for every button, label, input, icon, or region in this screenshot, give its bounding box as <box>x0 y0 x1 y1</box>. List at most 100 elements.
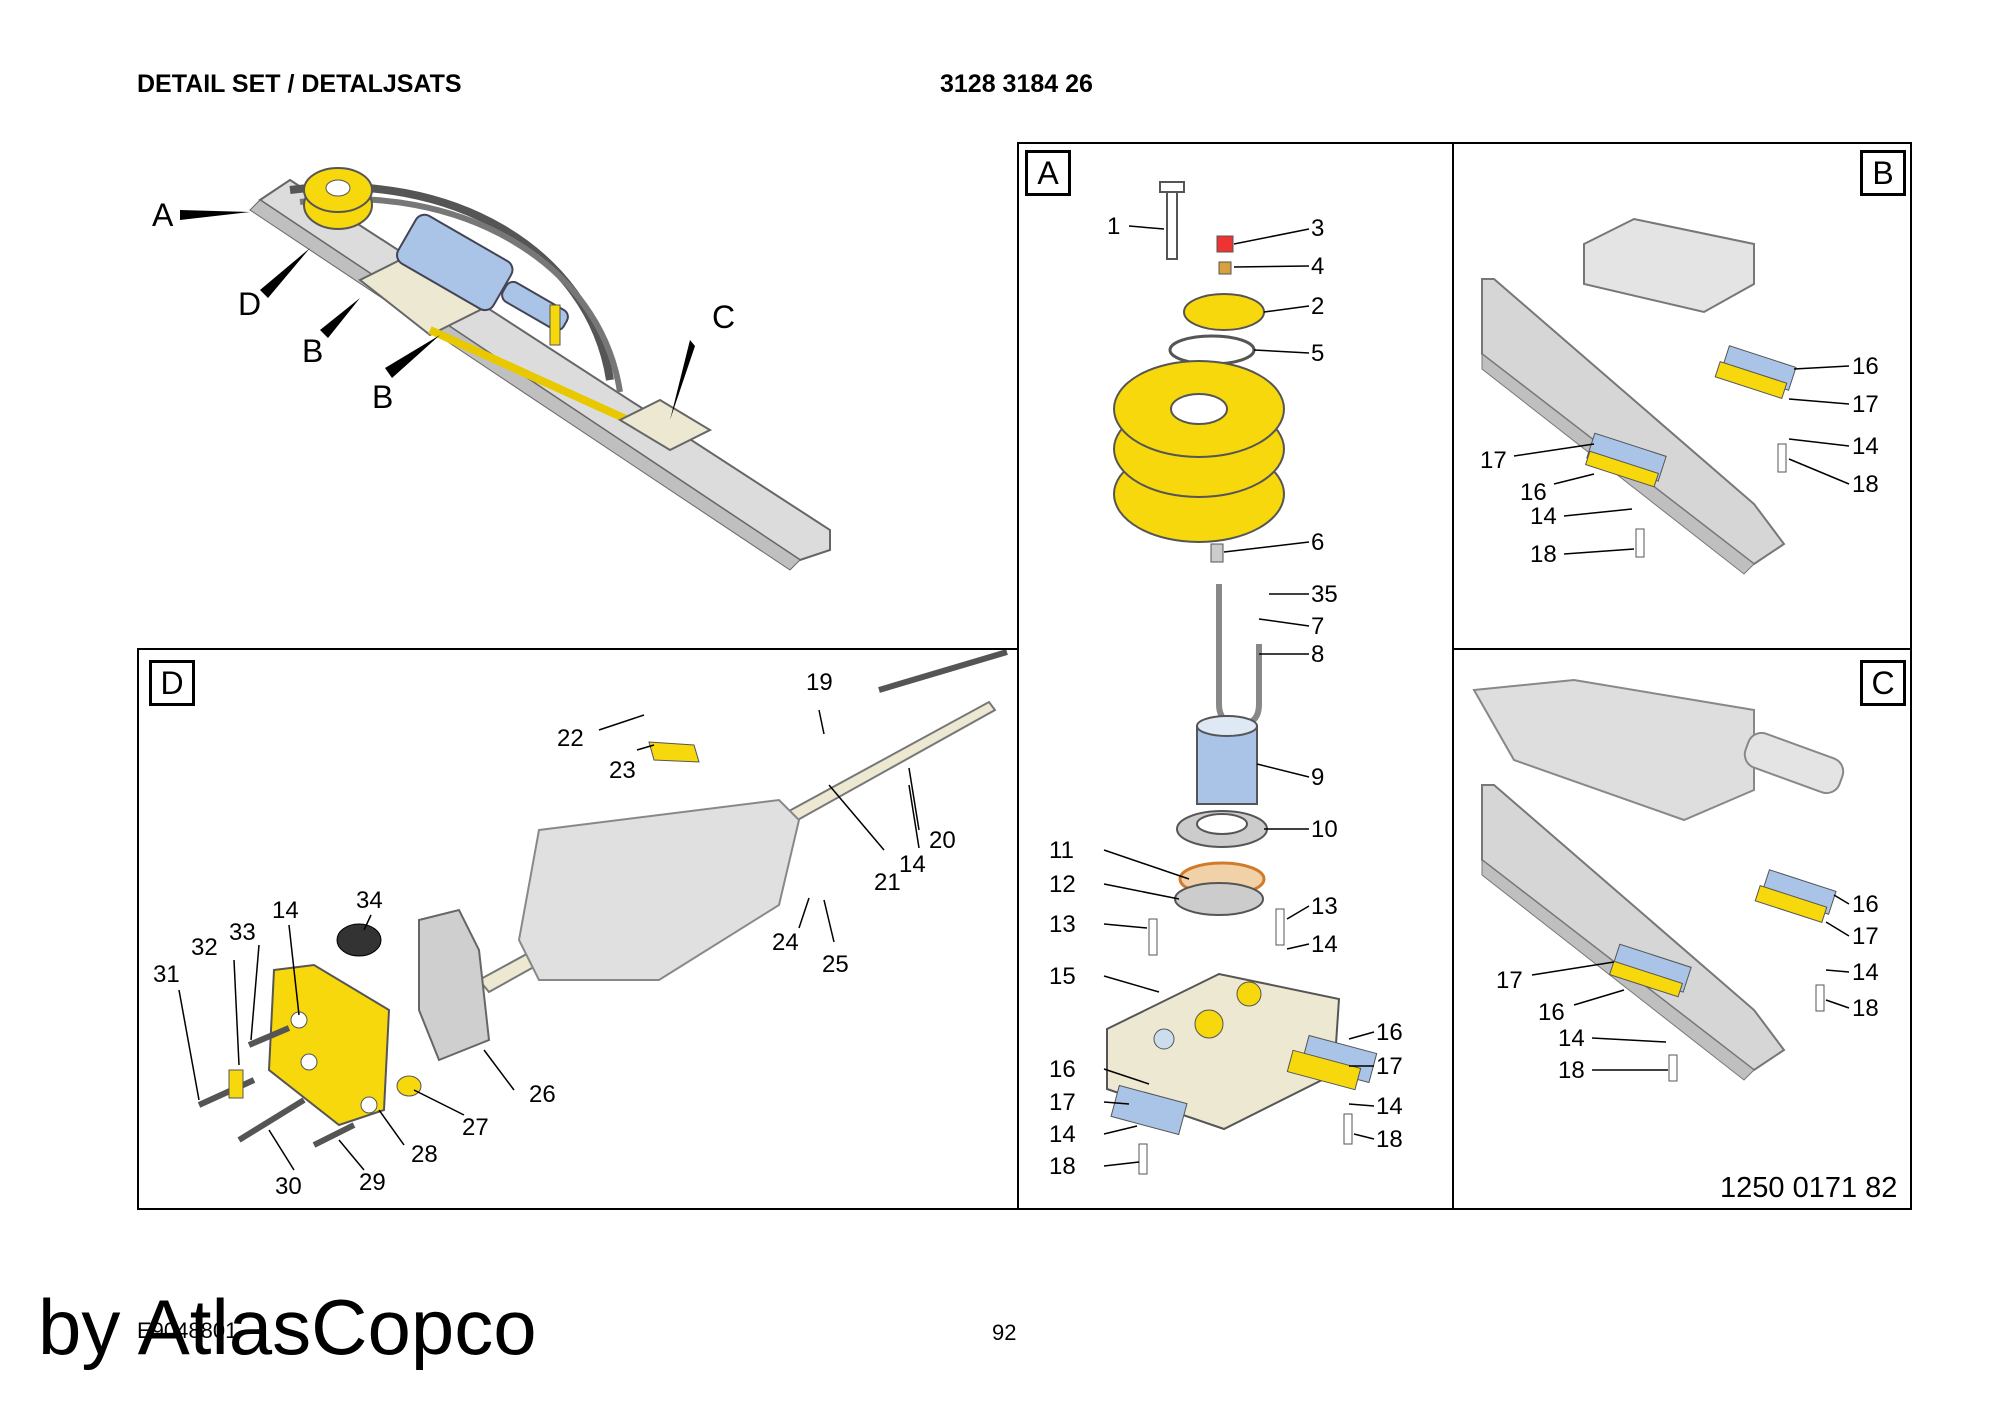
callout-a-7: 7 <box>1311 613 1324 640</box>
overview-label-c: C <box>712 299 735 335</box>
panel-d: D <box>137 648 1019 1210</box>
callout-a-14a: 14 <box>1311 931 1338 958</box>
callout-a-16b: 16 <box>1049 1056 1076 1083</box>
callout-d-29: 29 <box>359 1169 386 1196</box>
callout-b-14b: 14 <box>1530 503 1557 530</box>
callout-a-13a: 13 <box>1049 911 1076 938</box>
overview-label-b2: B <box>372 379 393 415</box>
panel-c-label: C <box>1860 660 1906 706</box>
callout-a-18b: 18 <box>1376 1126 1403 1153</box>
callout-a-35: 35 <box>1311 581 1338 608</box>
callout-d-22: 22 <box>557 725 584 752</box>
panel-b: B 16 17 14 18 17 16 14 18 <box>1452 142 1912 650</box>
page-title: DETAIL SET / DETALJSATS <box>137 70 462 98</box>
callout-a-11: 11 <box>1049 837 1074 864</box>
callout-b-17a: 17 <box>1852 391 1879 418</box>
callout-d-34: 34 <box>356 887 383 914</box>
doc-number: 1250 0171 82 <box>1720 1172 1898 1204</box>
callout-c-17b: 17 <box>1496 967 1523 994</box>
callout-b-16b: 16 <box>1520 479 1547 506</box>
callout-d-31: 31 <box>153 961 180 988</box>
arrow-b2 <box>385 335 440 378</box>
callout-d-26: 26 <box>529 1081 556 1108</box>
callout-d-32: 32 <box>191 934 218 961</box>
page-number: 92 <box>992 1320 1017 1345</box>
callout-c-16b: 16 <box>1538 999 1565 1026</box>
callout-d-23: 23 <box>609 757 636 784</box>
callout-a-17b: 17 <box>1049 1089 1076 1116</box>
callout-d-28: 28 <box>411 1141 438 1168</box>
callout-a-8: 8 <box>1311 641 1324 668</box>
callout-a-3: 3 <box>1311 215 1324 242</box>
callout-d-27: 27 <box>462 1114 489 1141</box>
callout-d-24: 24 <box>772 929 799 956</box>
watermark: by AtlasCopco <box>38 1283 537 1371</box>
panel-c: C 16 17 14 18 17 16 14 18 1250 017 <box>1452 648 1912 1210</box>
callout-a-15: 15 <box>1049 963 1076 990</box>
panel-d-label: D <box>149 660 195 706</box>
callout-d-25: 25 <box>822 951 849 978</box>
callout-b-18a: 18 <box>1852 471 1879 498</box>
callout-a-14b: 14 <box>1049 1121 1076 1148</box>
overview-slide-c <box>617 398 713 452</box>
arrow-d <box>260 248 310 298</box>
panel-d-drawing: 19 22 23 20 14 21 24 25 34 14 33 32 31 2… <box>153 650 1008 1200</box>
callout-a-1: 1 <box>1107 213 1120 240</box>
callout-a-14c: 14 <box>1376 1093 1403 1120</box>
callout-a-2: 2 <box>1311 293 1324 320</box>
arrow-c <box>670 340 695 420</box>
panel-b-label: B <box>1860 150 1906 196</box>
overview-feedbar <box>428 326 652 434</box>
callout-c-18a: 18 <box>1852 995 1879 1022</box>
panel-c-drawing: 16 17 14 18 17 16 14 18 <box>1472 678 1879 1084</box>
callout-c-14a: 14 <box>1852 959 1879 986</box>
panel-a-label: A <box>1025 150 1071 196</box>
callout-d-21: 21 <box>874 869 901 896</box>
panel-a-drawing: 1 3 4 2 5 6 35 7 8 9 10 11 12 13 13 14 1… <box>1049 181 1403 1180</box>
motor-c <box>1472 678 1755 822</box>
arrow-b1 <box>320 298 360 338</box>
callout-b-14a: 14 <box>1852 433 1879 460</box>
rail-b <box>1481 278 1786 566</box>
callout-a-18a: 18 <box>1049 1153 1076 1180</box>
callout-d-30: 30 <box>275 1173 302 1200</box>
callout-d-33: 33 <box>229 919 256 946</box>
callout-a-4: 4 <box>1311 253 1324 280</box>
overview-rail <box>258 178 831 562</box>
callout-b-18b: 18 <box>1530 541 1557 568</box>
callout-b-17b: 17 <box>1480 447 1507 474</box>
rail-c <box>1481 784 1786 1072</box>
callout-d-14a: 14 <box>899 851 926 878</box>
callout-d-19: 19 <box>806 669 833 696</box>
overview-motor <box>396 213 514 312</box>
part-number: 3128 3184 26 <box>940 70 1093 98</box>
panel-a: A <box>1017 142 1454 1210</box>
overview-rail-side <box>249 199 801 571</box>
callout-a-9: 9 <box>1311 764 1324 791</box>
footer-code: E9048801 <box>137 1318 238 1343</box>
profile-rail <box>517 798 801 981</box>
callout-c-16a: 16 <box>1852 891 1879 918</box>
callout-a-12: 12 <box>1049 871 1076 898</box>
callout-d-14b: 14 <box>272 897 299 924</box>
callout-c-17a: 17 <box>1852 923 1879 950</box>
overview-drawing: A D B B C <box>152 167 831 571</box>
overview-label-b1: B <box>302 333 323 369</box>
callout-b-16a: 16 <box>1852 353 1879 380</box>
callout-a-6: 6 <box>1311 529 1324 556</box>
overview-label-a: A <box>152 197 174 233</box>
panel-b-drawing: 16 17 14 18 17 16 14 18 <box>1480 217 1879 575</box>
overview-label-d: D <box>238 286 261 322</box>
callout-a-5: 5 <box>1311 340 1324 367</box>
callout-a-16a: 16 <box>1376 1019 1403 1046</box>
end-block <box>418 908 491 1062</box>
slide-plate-b <box>1583 217 1755 314</box>
arrow-a <box>180 210 250 220</box>
callout-c-14b: 14 <box>1558 1025 1585 1052</box>
callout-a-17a: 17 <box>1376 1053 1403 1080</box>
callout-a-13b: 13 <box>1311 893 1338 920</box>
end-plate <box>267 963 391 1127</box>
callout-a-10: 10 <box>1311 816 1338 843</box>
callout-d-20: 20 <box>929 827 956 854</box>
callout-c-18b: 18 <box>1558 1057 1585 1084</box>
